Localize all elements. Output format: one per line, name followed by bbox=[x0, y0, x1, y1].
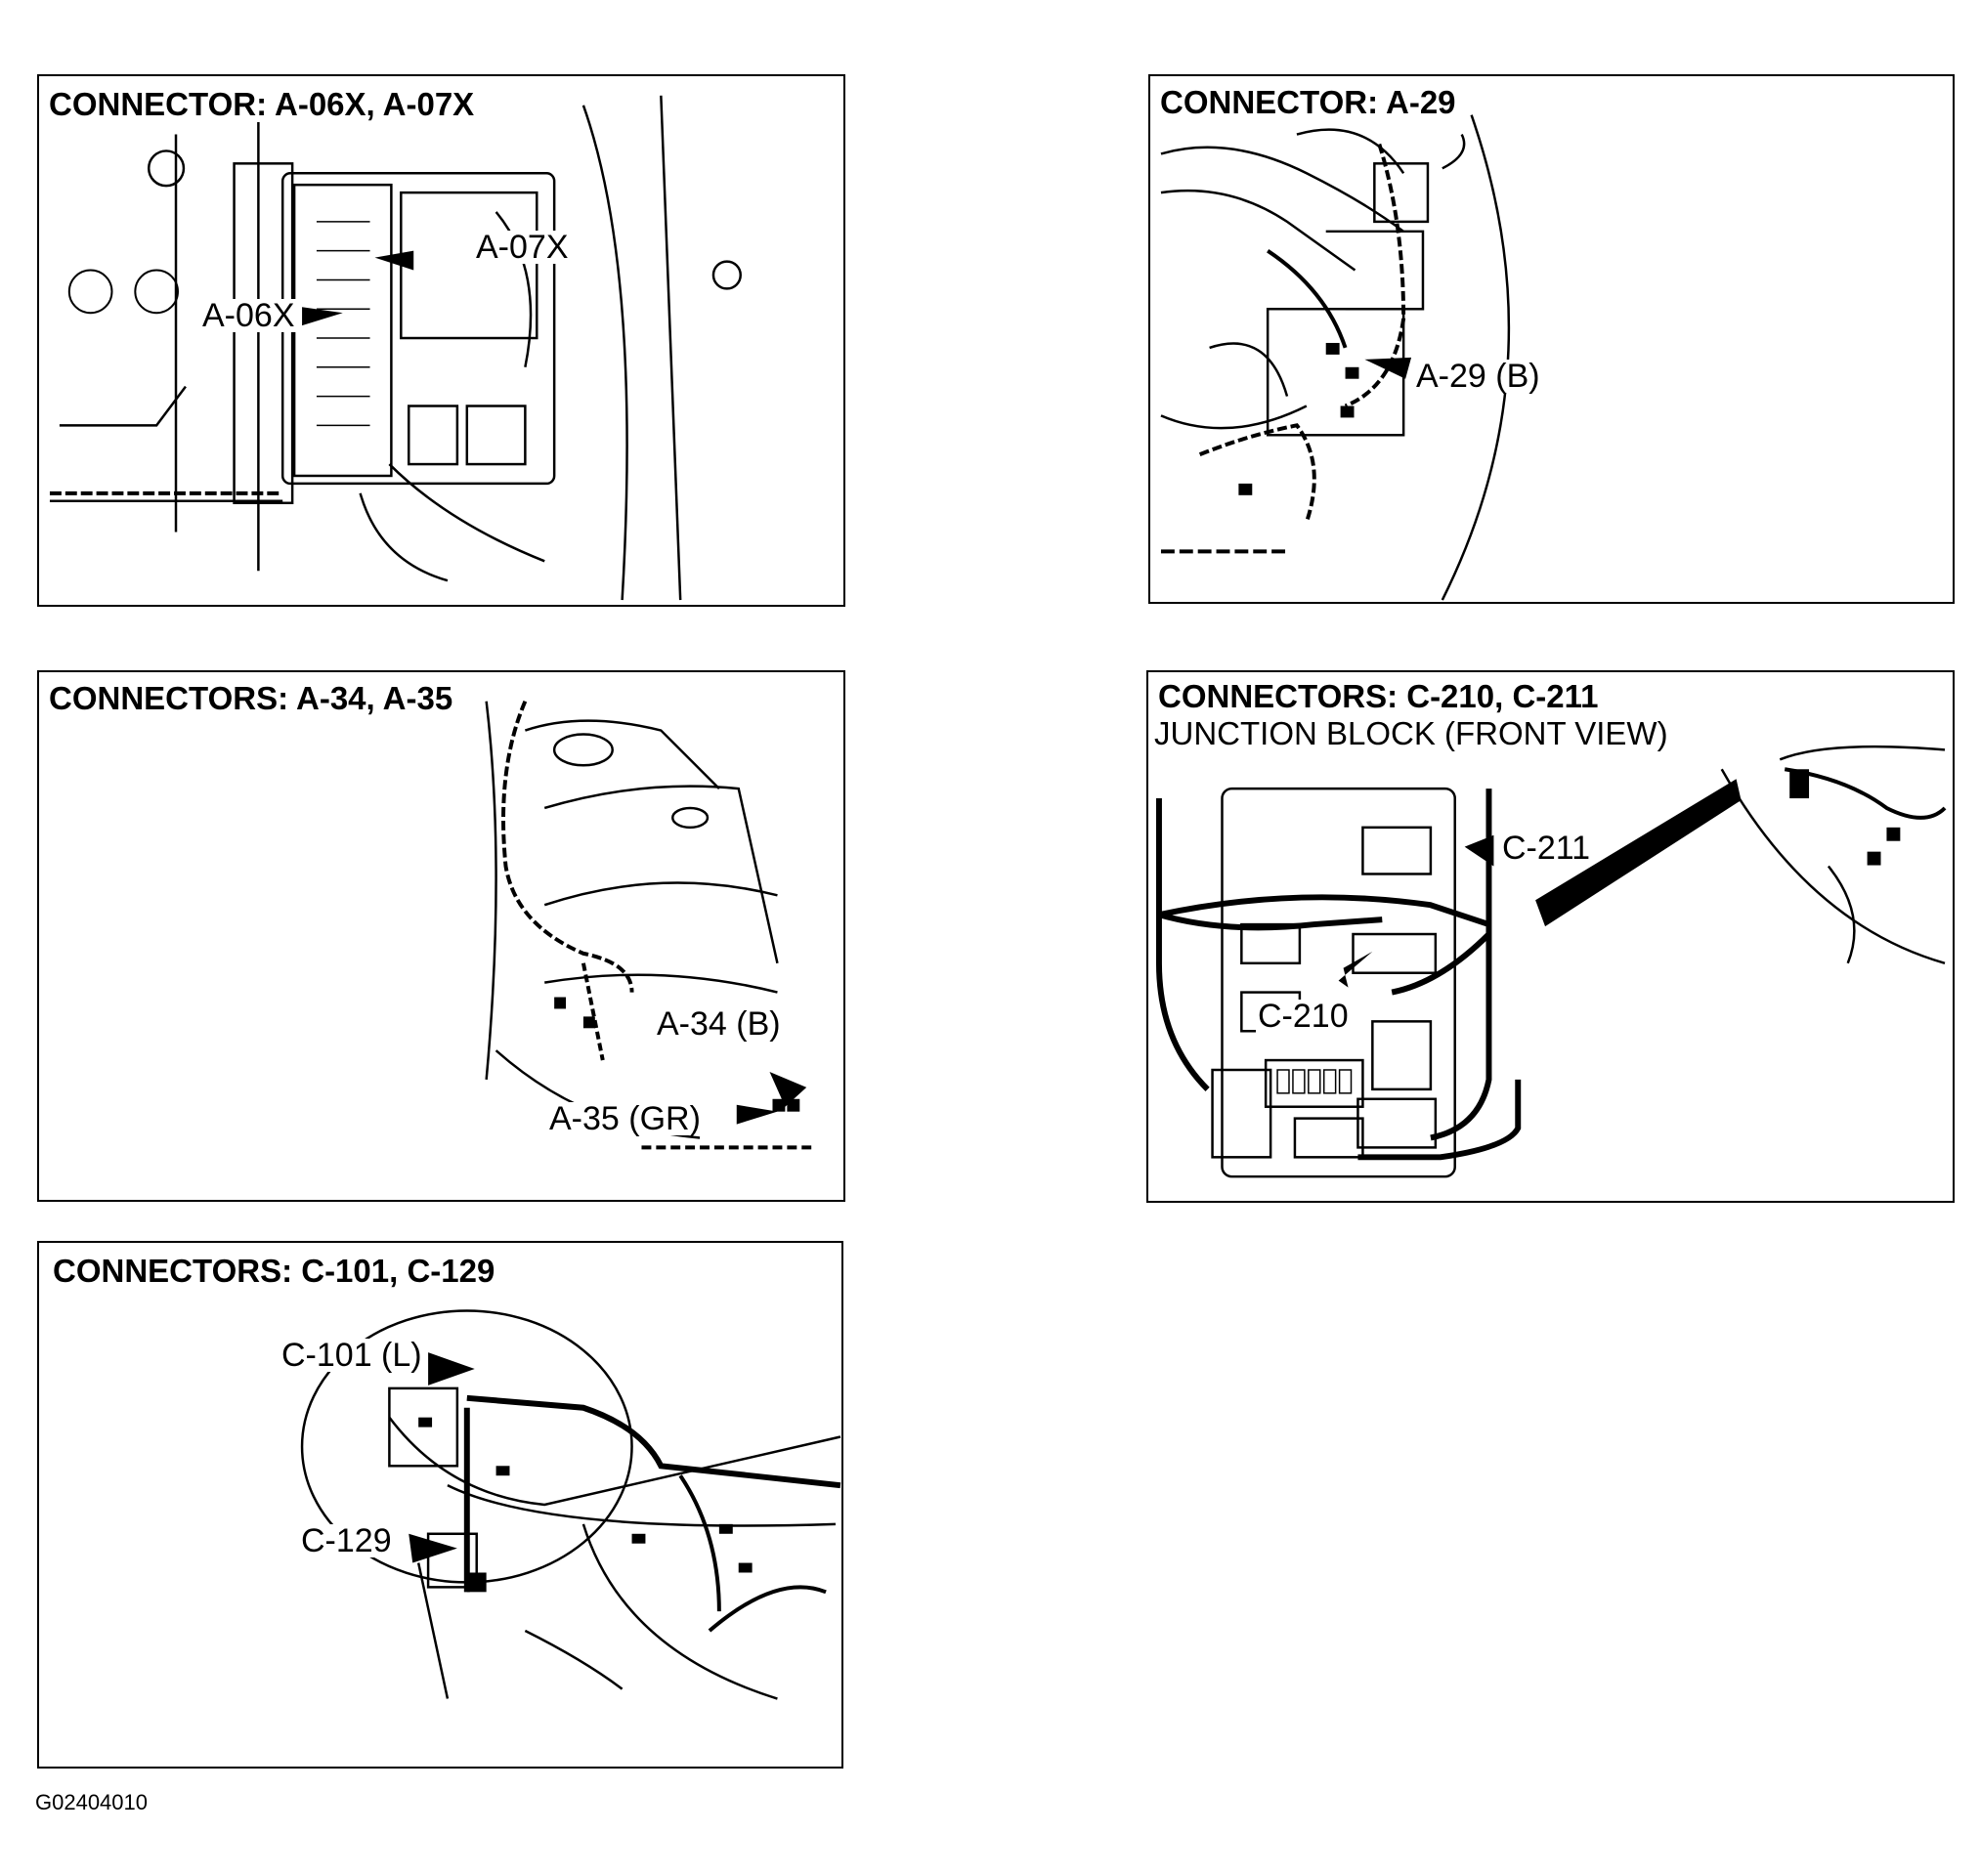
callout-label-a06x: A-06X bbox=[200, 297, 297, 334]
diagram-panel-c210-c211: CONNECTORS: C-210, C-211 JUNCTION BLOCK … bbox=[1146, 670, 1955, 1203]
panel-title: CONNECTOR: A-06X, A-07X bbox=[45, 87, 479, 122]
diagram-panel-c101-c129: CONNECTORS: C-101, C-129 C-101 (L) C-129 bbox=[37, 1241, 843, 1769]
callout-arrow-a35 bbox=[736, 1104, 778, 1125]
figure-id: G02404010 bbox=[35, 1790, 148, 1814]
diagram-panel-a34-a35: CONNECTORS: A-34, A-35 A-34 (B) A-35 (GR… bbox=[37, 670, 845, 1202]
callout-arrow-c211 bbox=[1464, 834, 1494, 867]
junction-block-front-view-illustration bbox=[1155, 745, 1947, 1178]
callout-arrow-a07x bbox=[374, 250, 414, 271]
callout-arrow-c210 bbox=[1338, 951, 1373, 988]
callout-label-c211: C-211 bbox=[1500, 830, 1593, 867]
callout-label-c210: C-210 bbox=[1256, 998, 1351, 1035]
instrument-panel-harness-illustration bbox=[300, 1309, 841, 1700]
callout-arrow-c101 bbox=[428, 1352, 475, 1386]
engine-bay-fuse-box-illustration bbox=[49, 95, 742, 601]
panel-title: CONNECTORS: C-210, C-211 bbox=[1154, 679, 1603, 714]
callout-label-c101: C-101 (L) bbox=[280, 1337, 424, 1374]
callout-arrow-a29 bbox=[1364, 357, 1412, 379]
diagram-panel-a29: CONNECTOR: A-29 A-29 (B) bbox=[1148, 74, 1955, 604]
view-pointer-wedge bbox=[1535, 779, 1742, 927]
engine-compartment-harness-illustration bbox=[1160, 114, 1511, 601]
panel-title: CONNECTOR: A-29 bbox=[1156, 85, 1460, 120]
callout-label-a35: A-35 (GR) bbox=[547, 1100, 703, 1137]
diagram-panel-a06x-a07x: CONNECTOR: A-06X, A-07X A-07X A-06X bbox=[37, 74, 845, 607]
callout-label-a34: A-34 (B) bbox=[655, 1005, 783, 1043]
callout-arrow-c129 bbox=[409, 1533, 457, 1563]
callout-label-a29: A-29 (B) bbox=[1414, 358, 1542, 395]
callout-arrow-a34 bbox=[769, 1071, 807, 1107]
panel-title: CONNECTORS: C-101, C-129 bbox=[49, 1254, 499, 1289]
callout-arrow-a06x bbox=[302, 307, 343, 326]
callout-label-c129: C-129 bbox=[299, 1522, 394, 1559]
panel-subtitle: JUNCTION BLOCK (FRONT VIEW) bbox=[1152, 715, 1670, 751]
callout-label-a07x: A-07X bbox=[474, 229, 571, 266]
panel-title: CONNECTORS: A-34, A-35 bbox=[45, 681, 457, 716]
engine-front-harness-illustration bbox=[485, 700, 812, 1150]
